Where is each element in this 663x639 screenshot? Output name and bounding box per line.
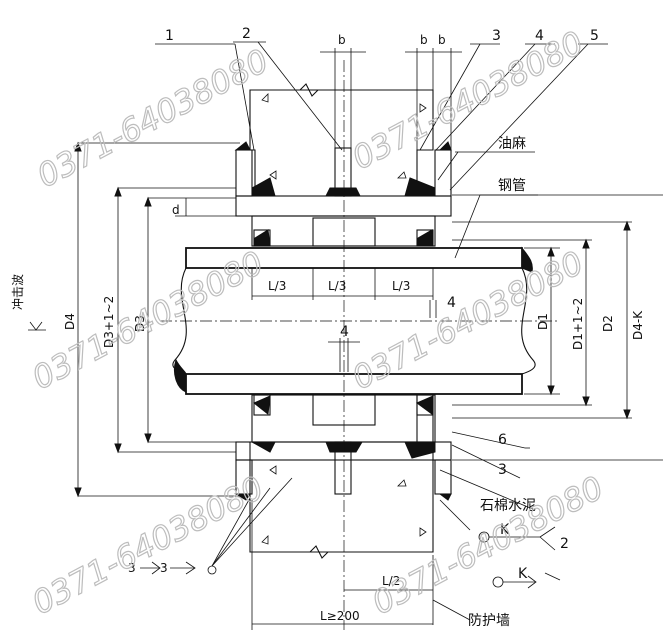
dim-b1: b [338, 33, 346, 47]
label-protective-wall: 防护墙 [468, 613, 510, 629]
sleeve-upper [234, 141, 452, 247]
dim-b3: b [438, 33, 446, 47]
callout-4: 4 [535, 28, 544, 44]
label-3-lower: 3 [498, 462, 507, 478]
dim-D1: D1 [536, 313, 550, 330]
sleeve-lower [234, 394, 452, 501]
callout-1: 1 [165, 28, 174, 44]
center-lines [160, 60, 560, 630]
callout-labels: 1 2 3 4 5 b b b d L/3 L/3 L/3 4 4 D4 D3+… [10, 26, 645, 629]
bottom-dimensions [140, 477, 471, 630]
label-3-b: 3 [160, 561, 168, 575]
dim-lmin: L≥200 [320, 609, 360, 623]
steel-pipe [172, 246, 536, 395]
label-shock-wave: 冲击波 [10, 274, 25, 310]
callout-2: 2 [242, 26, 251, 42]
watermark-text: 0371-64038080 [26, 468, 270, 622]
dim-4-mid: 4 [340, 324, 349, 340]
dim-l3-c: L/3 [392, 279, 410, 293]
dim-l3-a: L/3 [268, 279, 286, 293]
watermark-text: 0371-64038080 [366, 468, 610, 622]
dim-d: d [172, 203, 180, 217]
right-leaders [437, 151, 561, 589]
dim-D4: D4 [63, 313, 77, 330]
label-3-a: 3 [128, 561, 136, 575]
dim-l2: L/2 [382, 574, 400, 588]
watermark-text: 0371-64038080 [31, 41, 275, 195]
dim-l3-b: L/3 [328, 279, 346, 293]
dim-D3: D3 [133, 315, 147, 332]
label-asbestos-cement: 石棉水泥 [480, 497, 536, 514]
dim-D4-K: D4-K [631, 310, 645, 340]
middle-dimensions [251, 268, 437, 372]
left-dimensions [28, 141, 240, 498]
dim-D1-plus: D1+1~2 [571, 298, 585, 350]
dim-b2: b [420, 33, 428, 47]
top-dimensions [155, 41, 608, 191]
label-oil-hemp: 油麻 [498, 136, 526, 152]
watermark-text: 0371-64038080 [346, 23, 590, 177]
label-2: 2 [560, 536, 569, 552]
label-steel-pipe: 钢管 [498, 178, 526, 194]
dim-D3-plus: D3+1~2 [102, 296, 116, 348]
callout-3: 3 [492, 28, 501, 44]
label-k2: K [518, 566, 528, 582]
label-k1: K [500, 522, 510, 538]
dim-4-top: 4 [447, 295, 456, 311]
label-6: 6 [498, 432, 507, 448]
dim-D2: D2 [601, 315, 615, 332]
callout-5: 5 [590, 28, 599, 44]
